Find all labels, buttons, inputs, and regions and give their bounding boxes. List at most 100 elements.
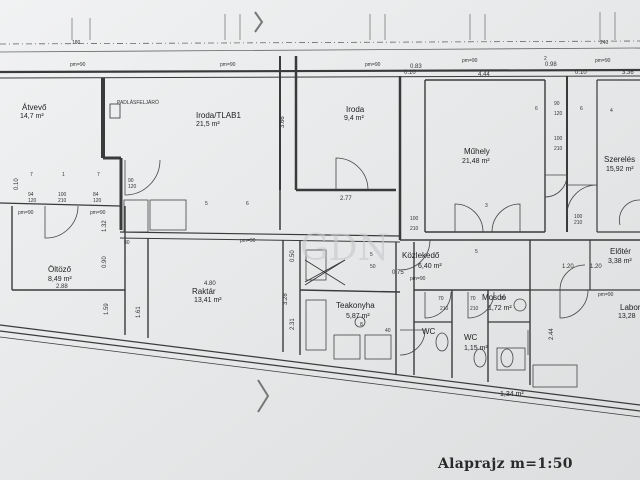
svg-text:210: 210: [574, 220, 583, 226]
svg-text:75: 75: [500, 296, 506, 302]
attic-label: PADLÁSFELJÁRÓ: [117, 99, 159, 106]
svg-text:0.50: 0.50: [290, 250, 296, 262]
svg-text:120: 120: [554, 111, 563, 117]
svg-text:70: 70: [470, 296, 476, 302]
svg-text:100: 100: [58, 192, 67, 198]
svg-text:2.88: 2.88: [56, 284, 68, 290]
svg-text:2.31: 2.31: [290, 318, 296, 330]
svg-text:50: 50: [370, 264, 376, 270]
room-name-iroda-tlab1: Iroda/TLAB1: [196, 111, 241, 120]
svg-text:2.44: 2.44: [549, 328, 555, 340]
room-name-labor: Labor: [620, 303, 640, 312]
dimension-labels: 0.83 4.44 0.98 0.10 3.36 0.10 2.77 4.80 …: [14, 62, 634, 340]
room-name-atvevo: Átvevő: [22, 103, 47, 112]
svg-text:0.75: 0.75: [392, 270, 404, 276]
svg-text:100: 100: [410, 216, 419, 222]
room-name-mosdo: Mosdó: [482, 293, 507, 302]
svg-text:0.98: 0.98: [545, 62, 557, 68]
room-name-teakonyha: Teakonyha: [336, 301, 375, 310]
svg-text:pm=90: pm=90: [70, 62, 86, 68]
svg-text:100: 100: [574, 214, 583, 220]
svg-text:6: 6: [535, 106, 538, 112]
internal-walls: [0, 56, 640, 385]
room-area-kozlekedo: 6,40 m²: [418, 263, 442, 270]
svg-text:84: 84: [93, 192, 99, 198]
svg-text:5: 5: [205, 201, 208, 207]
svg-text:80: 80: [124, 240, 130, 246]
svg-text:5: 5: [370, 252, 373, 258]
column-hatch: [304, 259, 346, 286]
room-name-wc-3: WC: [422, 327, 436, 336]
svg-text:120: 120: [28, 198, 37, 204]
room-area-oltozo: 8,49 m²: [48, 276, 72, 283]
svg-text:4.80: 4.80: [204, 281, 216, 287]
top-axis-line: [0, 40, 640, 53]
svg-text:70: 70: [438, 296, 444, 302]
svg-text:210: 210: [410, 226, 419, 232]
svg-text:1.20: 1.20: [562, 264, 574, 270]
room-area-iroda: 9,4 m²: [344, 115, 365, 122]
room-area-wc-1: 1,15 m²: [464, 345, 488, 352]
svg-text:1: 1: [62, 172, 65, 178]
svg-text:1.59: 1.59: [104, 303, 110, 315]
svg-text:180: 180: [72, 40, 81, 46]
svg-text:0.10: 0.10: [575, 70, 587, 76]
svg-text:pm=90: pm=90: [240, 238, 256, 244]
svg-text:94: 94: [28, 192, 34, 198]
svg-text:3: 3: [485, 203, 488, 209]
room-area-atvevo: 14,7 m²: [20, 113, 44, 120]
room-name-muhely: Műhely: [464, 147, 490, 156]
room-name-iroda: Iroda: [346, 105, 365, 114]
pm-labels: pm=90 pm=90 pm=90 pm=90 pm=90 pm=90 pm=9…: [18, 58, 614, 298]
svg-text:pm=90: pm=90: [595, 58, 611, 64]
svg-text:5: 5: [475, 249, 478, 255]
svg-text:pm=90: pm=90: [220, 62, 236, 68]
svg-text:3.36: 3.36: [622, 70, 634, 76]
section-arrow-bottom: [257, 379, 270, 413]
axis-markers-top: [71, 12, 616, 40]
svg-text:1.61: 1.61: [136, 306, 142, 318]
section-arrow-top: [254, 11, 264, 33]
room-area-mosdo: 1,72 m²: [488, 305, 512, 312]
svg-text:4.44: 4.44: [478, 72, 490, 78]
room-name-oltozo: Öltöző: [48, 265, 72, 274]
svg-text:90: 90: [128, 178, 134, 184]
plan-caption: Alaprajz m=1:50: [438, 456, 573, 472]
room-name-raktar: Raktár: [192, 287, 216, 296]
svg-text:210: 210: [440, 306, 449, 312]
svg-text:pm=90: pm=90: [365, 62, 381, 68]
svg-text:3.66: 3.66: [280, 116, 286, 128]
svg-text:1.20: 1.20: [590, 264, 602, 270]
svg-text:0.90: 0.90: [102, 256, 108, 268]
svg-text:pm=90: pm=90: [410, 276, 426, 282]
room-area-teakonyha: 5,87 m²: [346, 313, 370, 320]
svg-text:7: 7: [30, 172, 33, 178]
room-area-wc-2: 1,34 m²: [500, 391, 524, 398]
room-name-kozlekedo: Közlekedő: [402, 251, 440, 260]
svg-text:0.10: 0.10: [404, 70, 416, 76]
svg-text:100: 100: [554, 136, 563, 142]
room-name-eloter: Előtér: [610, 247, 631, 256]
svg-text:6: 6: [246, 201, 249, 207]
svg-text:6: 6: [580, 106, 583, 112]
room-area-labor: 13,28: [618, 313, 636, 320]
svg-text:90: 90: [554, 101, 560, 107]
svg-text:210: 210: [470, 306, 479, 312]
svg-text:120: 120: [128, 184, 137, 190]
svg-text:8: 8: [360, 322, 363, 328]
svg-text:210: 210: [58, 198, 67, 204]
svg-text:4: 4: [610, 108, 613, 114]
svg-text:0.10: 0.10: [14, 178, 20, 190]
room-area-eloter: 3,38 m²: [608, 258, 632, 265]
svg-text:0.83: 0.83: [410, 64, 422, 70]
svg-text:pm=90: pm=90: [462, 58, 478, 64]
room-area-szereles: 15,92 m²: [606, 166, 634, 173]
watermark: GDN: [300, 228, 389, 269]
svg-text:40: 40: [385, 328, 391, 334]
svg-text:pm=90: pm=90: [18, 210, 34, 216]
number-annotations: 1 7 7 5 6 3 6 6 5 5 8 90 120 100 210 100…: [28, 40, 613, 334]
svg-text:7: 7: [97, 172, 100, 178]
svg-text:120: 120: [93, 198, 102, 204]
room-name-szereles: Szerelés: [604, 155, 635, 164]
